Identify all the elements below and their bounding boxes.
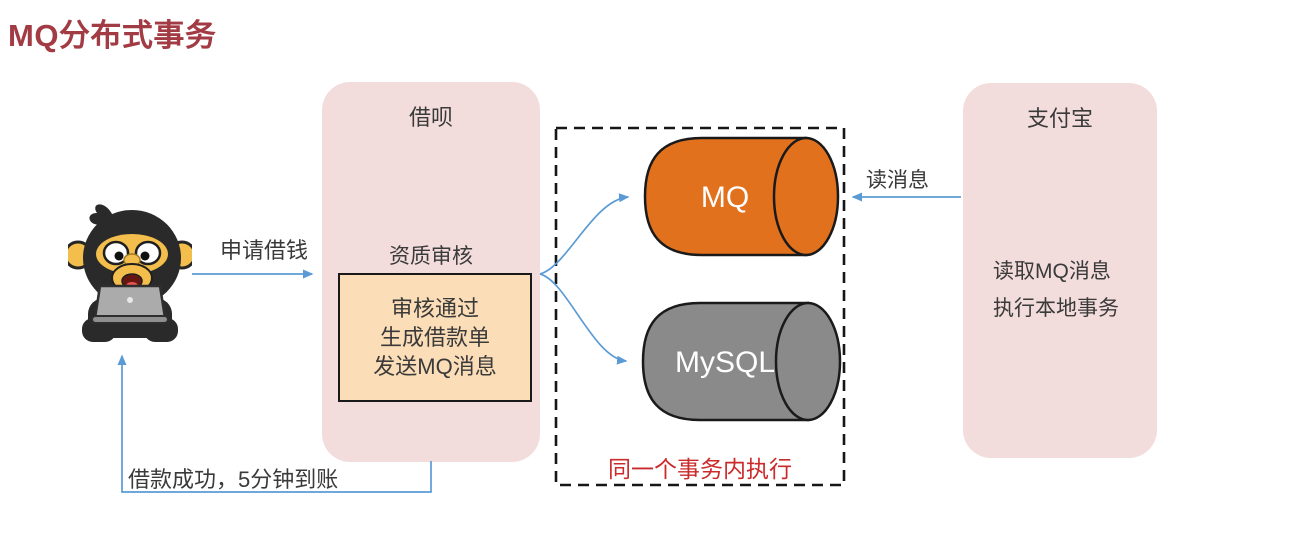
mq-cylinder-end [772, 136, 840, 257]
transaction-dashed-box [554, 126, 846, 487]
read-message-label: 读消息 [866, 169, 929, 192]
monkey-hair-tuft [89, 204, 113, 225]
alipay-title: 支付宝 [1026, 106, 1093, 131]
jiebei-panel: 借呗 资质审核 审核通过 生成借款单 发送MQ消息 [322, 82, 540, 462]
mysql-cylinder-body [641, 301, 810, 422]
loan-success-label: 借款成功，5分钟到账 [128, 467, 339, 492]
jiebei-step-box: 审核通过 生成借款单 发送MQ消息 [338, 273, 532, 402]
mq-cylinder-body [643, 136, 808, 257]
apply-loan-label: 申请借钱 [219, 238, 308, 263]
mq-label: MQ [701, 181, 749, 214]
write-to-mysql-arrow [539, 273, 628, 365]
monkey-pupil-right [140, 251, 150, 261]
monkey-pupil-left [114, 251, 124, 261]
laptop-base [91, 315, 169, 324]
jiebei-subtitle: 资质审核 [389, 245, 473, 268]
alipay-line-2: 执行本地事务 [993, 297, 1119, 320]
monkey-user-avatar [68, 204, 192, 342]
mysql-cylinder: MySQL [641, 301, 842, 422]
alipay-panel: 支付宝 读取MQ消息 执行本地事务 [963, 83, 1157, 458]
step-line-2: 生成借款单 [379, 325, 490, 350]
alipay-description: 读取MQ消息 执行本地事务 [993, 253, 1119, 327]
page-title: MQ分布式事务 [8, 18, 217, 53]
mysql-label: MySQL [675, 346, 775, 379]
laptop-logo-dot [127, 297, 133, 303]
mysql-cylinder-end [774, 301, 842, 422]
jiebei-title: 借呗 [408, 105, 453, 130]
step-line-3: 发送MQ消息 [373, 354, 497, 379]
alipay-line-1: 读取MQ消息 [993, 260, 1111, 283]
same-transaction-note: 同一个事务内执行 [608, 456, 792, 482]
mq-cylinder: MQ [643, 136, 840, 257]
step-line-1: 审核通过 [390, 296, 479, 321]
send-to-mq-arrow [539, 193, 630, 275]
